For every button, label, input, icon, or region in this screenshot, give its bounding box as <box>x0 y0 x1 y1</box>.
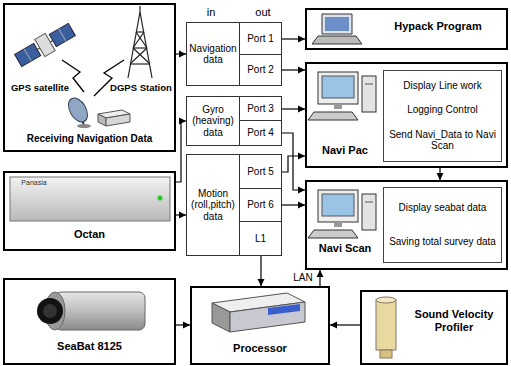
label-text: Processor <box>194 342 326 355</box>
label-text: Logging Control <box>407 104 478 116</box>
device-box: SeaBat 8125 <box>3 278 176 365</box>
receiver-icon <box>65 95 130 128</box>
connector <box>282 67 305 74</box>
connector <box>176 118 186 183</box>
computer-box: Navi PacDisplay Line workLogging Control… <box>305 62 508 168</box>
connector-line <box>282 133 305 190</box>
connector <box>176 212 186 219</box>
connector <box>282 202 305 209</box>
arrow-head <box>183 322 190 329</box>
router-box: Motion (roll,pitch) data <box>186 154 240 256</box>
label-text: DGPS Station <box>108 83 174 94</box>
label-text: Octan <box>7 228 172 241</box>
port-cell: Port 4 <box>239 120 282 146</box>
label-text: GPS satellite <box>8 83 72 94</box>
arrow-head <box>330 322 337 329</box>
computer-box: Navi ScanDisplay seabat dataSaving total… <box>305 180 508 270</box>
label-text: Navi Pac <box>309 144 381 157</box>
label-text: Sound Velocity Profiler <box>404 308 504 333</box>
label-text: Gyro (heaving) data <box>188 104 238 139</box>
connector <box>317 270 324 286</box>
gps-satellite-icon <box>13 21 77 69</box>
connector <box>282 133 305 194</box>
arrow-head <box>298 187 305 194</box>
connector <box>282 36 305 43</box>
label-text: Port 3 <box>247 103 274 115</box>
arrow-head <box>298 153 305 160</box>
dgps-tower-icon <box>128 6 152 78</box>
port-cell: Port 2 <box>239 54 282 86</box>
port-cell: Port 3 <box>239 96 282 121</box>
arrow-head <box>298 106 305 113</box>
router-box: Navigation data <box>186 22 240 86</box>
label-text: Panasia <box>14 179 54 187</box>
label-text: Motion (roll,pitch) data <box>188 188 238 223</box>
connector <box>176 51 186 58</box>
label-text: Receiving Navigation Data <box>7 133 172 145</box>
arrow-head <box>437 173 444 180</box>
function-list: Display Line workLogging ControlSend Nav… <box>383 70 502 162</box>
label-text: in <box>196 6 226 19</box>
connector <box>330 322 360 329</box>
connector <box>437 168 444 180</box>
port-cell: L1 <box>239 221 282 256</box>
label-text: Port 5 <box>247 166 274 178</box>
input-panel: GPS satellite DGPS StationReceiving Navig… <box>3 3 176 152</box>
function-list: Display seabat dataSaving total survey d… <box>383 187 502 263</box>
connector <box>176 322 190 329</box>
label-text: Port 2 <box>247 64 274 76</box>
connector <box>258 256 265 286</box>
connector <box>282 106 305 113</box>
port-cell: Port 6 <box>239 188 282 222</box>
label-text: Port 4 <box>247 127 274 139</box>
label-text: Display Line work <box>403 80 481 92</box>
arrow-head <box>179 118 186 125</box>
label-text: L1 <box>255 233 266 245</box>
arrow-head <box>179 212 186 219</box>
port-cell: Port 1 <box>239 22 282 55</box>
arrow-head <box>298 36 305 43</box>
connector <box>282 153 305 173</box>
label-text: Navi Scan <box>309 242 381 255</box>
arrow-head <box>298 67 305 74</box>
label-text: out <box>244 6 282 19</box>
arrow-head <box>179 51 186 58</box>
arrow-head <box>317 270 324 277</box>
connector-line <box>176 121 186 182</box>
program-box: Hypack Program <box>305 8 508 50</box>
arrow-head <box>258 279 265 286</box>
device-box: Sound Velocity Profiler <box>360 290 508 365</box>
label-text: Send Navi_Data to Navi Scan <box>388 129 497 152</box>
label-text: Saving total survey data <box>389 236 496 248</box>
label-text: Port 1 <box>247 33 274 45</box>
label-text: SeaBat 8125 <box>7 340 172 353</box>
router-box: Gyro (heaving) data <box>186 96 240 146</box>
label-text: Display seabat data <box>399 202 487 214</box>
port-cell: Port 5 <box>239 154 282 189</box>
label-text: LAN <box>290 272 316 284</box>
label-text: Hypack Program <box>373 20 503 33</box>
arrow-head <box>298 202 305 209</box>
label-text: Port 6 <box>247 199 274 211</box>
label-text: Navigation data <box>188 43 238 66</box>
connector-line <box>282 156 305 172</box>
device-box: Processor <box>190 286 330 365</box>
